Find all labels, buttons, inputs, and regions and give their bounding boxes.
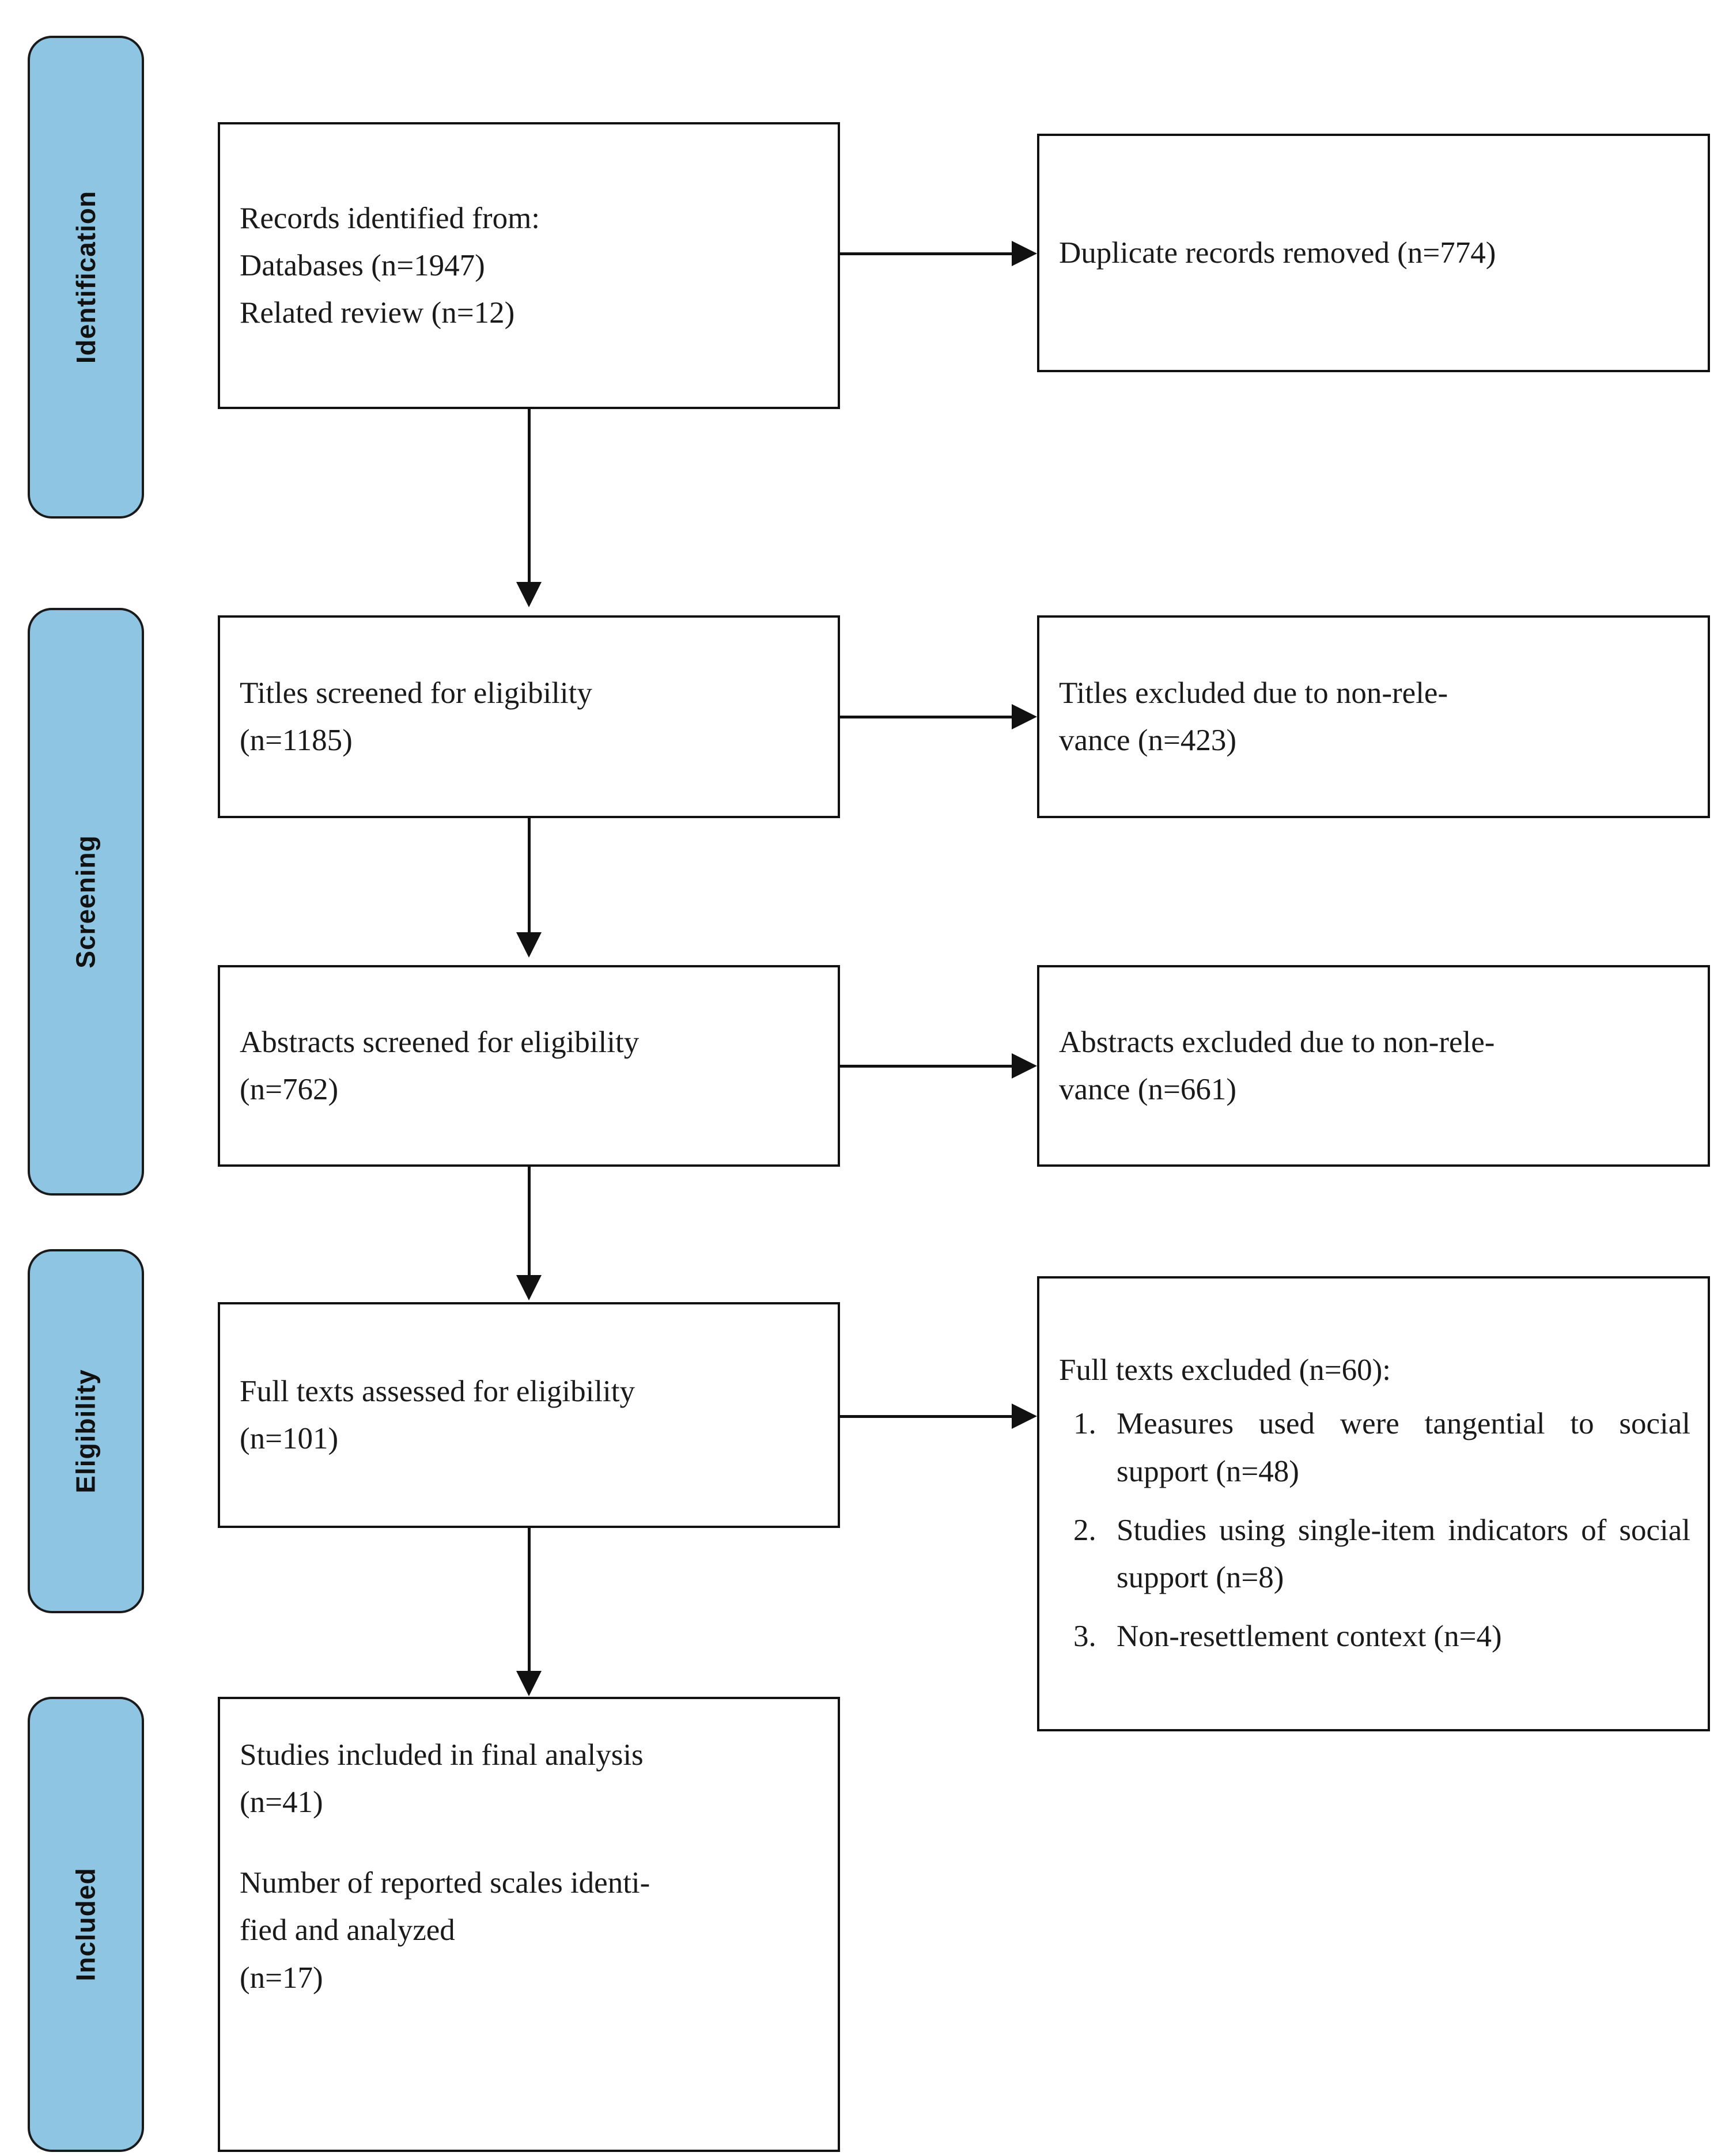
arrowhead-records-to-duplicates: [1012, 241, 1037, 266]
box-titles-excluded: Titles excluded due to non-rele- vance (…: [1037, 615, 1710, 818]
arrowhead-records-to-titles: [516, 582, 542, 607]
connector-titles-to-abstracts: [528, 818, 531, 933]
arrowhead-fulltexts-to-excluded: [1012, 1404, 1037, 1429]
scales-identified-line-3: (n=17): [240, 1961, 323, 1995]
box-abstracts-screened: Abstracts screened for eligibility (n=76…: [218, 965, 840, 1167]
stage-bar-eligibility: Eligibility: [28, 1249, 144, 1613]
fulltexts-assessed-line-1: Full texts assessed for eligibility: [240, 1374, 635, 1408]
connector-records-to-titles: [528, 409, 531, 583]
fulltexts-excluded-item-3: Non-resettlement context (n=4): [1117, 1619, 1502, 1653]
box-abstracts-excluded: Abstracts excluded due to non-rele- vanc…: [1037, 965, 1710, 1167]
abstracts-screened-line-1: Abstracts screened for eligibility: [240, 1025, 640, 1059]
box-records-identified: Records identified from: Databases (n=19…: [218, 122, 840, 409]
fulltexts-excluded-item-1: Measures used were tangential to social …: [1117, 1407, 1690, 1488]
scales-identified-line-2: fied and analyzed: [240, 1913, 455, 1947]
stage-bar-screening: Screening: [28, 608, 144, 1196]
stage-label-included: Included: [71, 1867, 101, 1981]
titles-screened-line-1: Titles screened for eligibility: [240, 676, 592, 710]
box-fulltexts-excluded: Full texts excluded (n=60): Measures use…: [1037, 1276, 1710, 1731]
connector-abstracts-to-fulltexts: [528, 1167, 531, 1276]
stage-bar-identification: Identification: [28, 36, 144, 519]
abstracts-excluded-line-1: Abstracts excluded due to non-rele-: [1059, 1025, 1495, 1059]
connector-records-to-duplicates: [840, 252, 1013, 255]
box-studies-included: Studies included in final analysis (n=41…: [218, 1697, 840, 2152]
stage-label-screening: Screening: [71, 835, 101, 969]
titles-screened-line-2: (n=1185): [240, 724, 353, 757]
arrowhead-titles-to-abstracts: [516, 932, 542, 958]
records-identified-line-1: Records identified from:: [240, 201, 540, 235]
abstracts-screened-line-2: (n=762): [240, 1073, 339, 1106]
connector-titles-to-excluded: [840, 716, 1013, 718]
studies-included-line-1: Studies included in final analysis: [240, 1738, 644, 1772]
studies-included-line-2: (n=41): [240, 1786, 323, 1820]
fulltexts-excluded-list: Measures used were tangential to social …: [1039, 1400, 1708, 1660]
list-item: Measures used were tangential to social …: [1104, 1400, 1690, 1495]
connector-fulltexts-to-included: [528, 1528, 531, 1672]
titles-excluded-line-1: Titles excluded due to non-rele-: [1059, 676, 1448, 710]
records-identified-line-3: Related review (n=12): [240, 296, 515, 330]
box-titles-screened: Titles screened for eligibility (n=1185): [218, 615, 840, 818]
arrowhead-abstracts-to-fulltexts: [516, 1275, 542, 1300]
records-identified-line-2: Databases (n=1947): [240, 248, 485, 282]
box-duplicates-removed: Duplicate records removed (n=774): [1037, 134, 1710, 372]
stage-label-eligibility: Eligibility: [71, 1369, 101, 1493]
arrowhead-titles-to-excluded: [1012, 704, 1037, 729]
fulltexts-assessed-line-2: (n=101): [240, 1422, 339, 1455]
included-spacer: [220, 1826, 838, 1859]
box-fulltexts-assessed: Full texts assessed for eligibility (n=1…: [218, 1302, 840, 1528]
stage-label-identification: Identification: [71, 190, 101, 364]
list-item: Studies using single-item indicators of …: [1104, 1507, 1690, 1601]
arrowhead-abstracts-to-excluded: [1012, 1053, 1037, 1079]
abstracts-excluded-line-2: vance (n=661): [1059, 1073, 1237, 1106]
arrowhead-fulltexts-to-included: [516, 1671, 542, 1696]
duplicates-removed-line-1: Duplicate records removed (n=774): [1059, 236, 1496, 270]
titles-excluded-line-2: vance (n=423): [1059, 724, 1237, 757]
scales-identified-line-1: Number of reported scales identi-: [240, 1866, 650, 1900]
fulltexts-excluded-item-2: Studies using single-item indicators of …: [1117, 1513, 1690, 1594]
connector-fulltexts-to-excluded: [840, 1415, 1013, 1418]
fulltexts-excluded-heading: Full texts excluded (n=60):: [1059, 1353, 1391, 1387]
list-item: Non-resettlement context (n=4): [1104, 1613, 1690, 1660]
stage-bar-included: Included: [28, 1697, 144, 2152]
connector-abstracts-to-excluded: [840, 1065, 1013, 1068]
